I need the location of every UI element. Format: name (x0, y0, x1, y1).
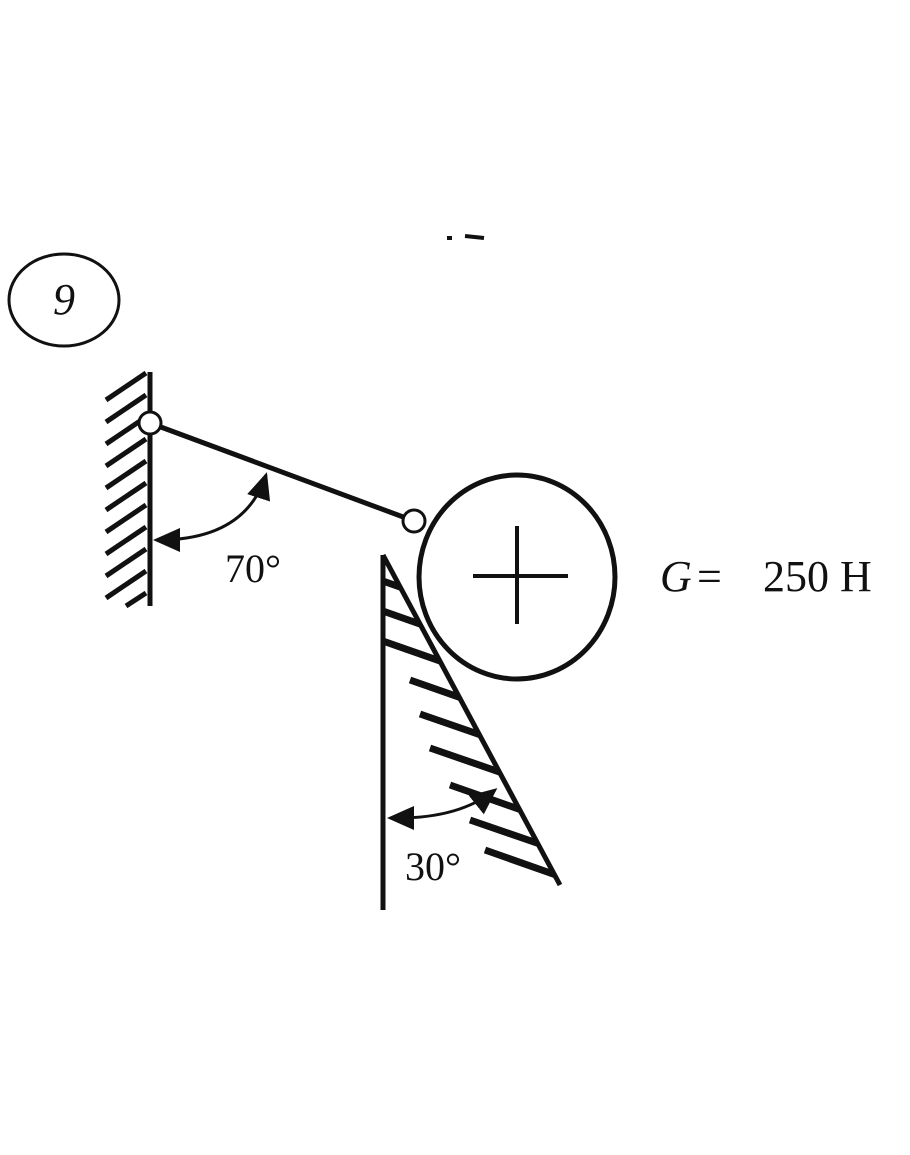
angle-label-70: 70° (225, 546, 281, 591)
rod (149, 420, 415, 524)
problem-number: 9 (53, 275, 75, 324)
left-wall (104, 370, 153, 609)
load-equals: = (697, 552, 722, 601)
problem-number-badge: 9 (7, 252, 121, 348)
ball (416, 472, 618, 682)
load-label: G = 250 H (660, 552, 872, 601)
wall-pin-joint (137, 410, 163, 436)
scan-mark (447, 234, 485, 240)
angle-arc-70 (157, 472, 271, 542)
wall-hatching (104, 370, 148, 609)
angle-label-30: 30° (405, 844, 461, 889)
ball-pin-joint (401, 508, 427, 534)
load-symbol: G (660, 552, 692, 601)
load-value: 250 H (763, 552, 872, 601)
